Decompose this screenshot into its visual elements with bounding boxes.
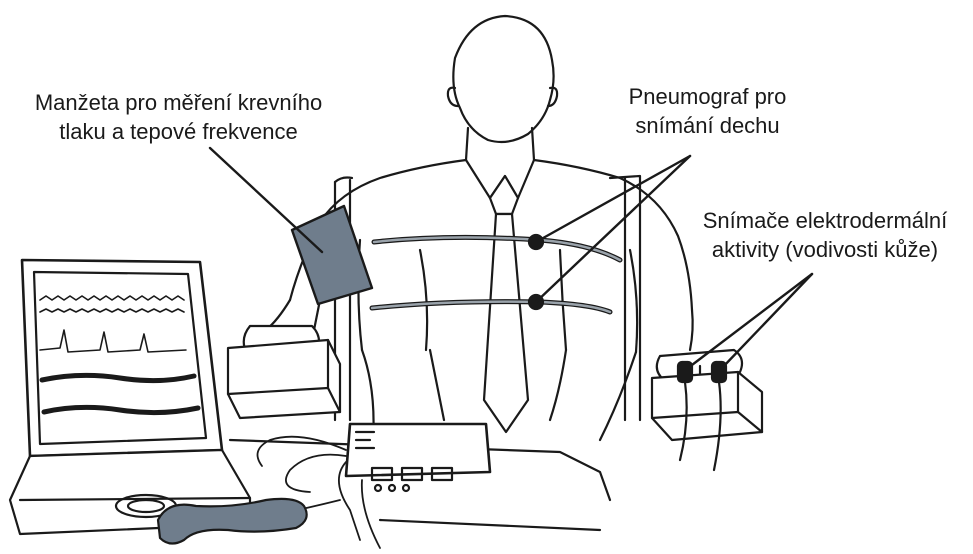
label-cuff: Manžeta pro měření krevního tlaku a tepo…	[6, 88, 351, 146]
callout-line-cuff	[210, 148, 322, 252]
laptop-monitor	[10, 260, 250, 534]
right-armrest	[652, 372, 762, 440]
person-head	[448, 16, 557, 160]
callout-line-eda-left	[688, 274, 812, 368]
label-eda-sensors: Snímače elektrodermální aktivity (vodivo…	[680, 206, 970, 264]
callout-line-eda-right	[722, 274, 812, 368]
polygraph-box	[346, 424, 490, 491]
left-armrest	[228, 340, 340, 418]
blood-pressure-cuff	[292, 206, 372, 304]
label-pneumograph: Pneumograf pro snímání dechu	[600, 82, 815, 140]
blood-pressure-bulb	[158, 499, 307, 544]
